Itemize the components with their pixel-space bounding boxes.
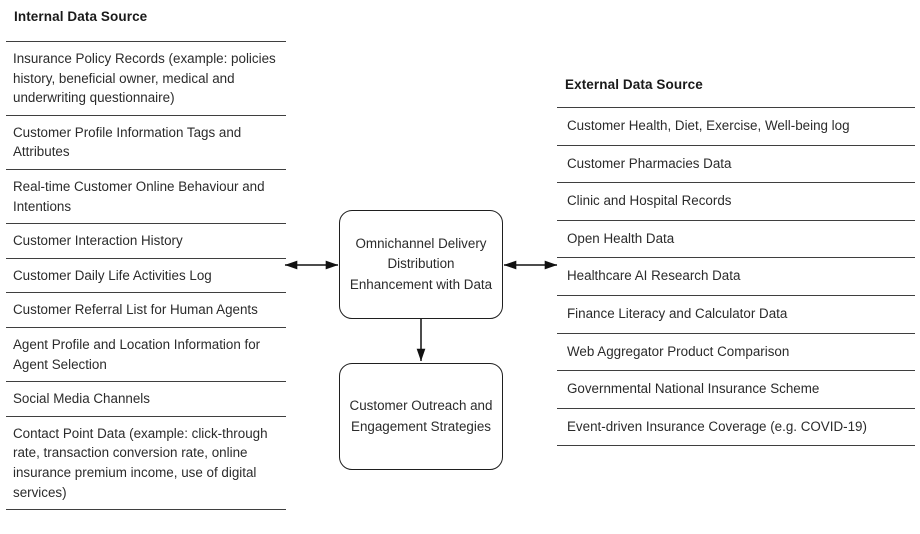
main-process-label: Omnichannel Delivery Distribution Enhanc…	[349, 235, 493, 292]
list-item: Social Media Channels	[6, 381, 286, 416]
list-item: Clinic and Hospital Records	[557, 182, 915, 220]
list-item: Open Health Data	[557, 219, 915, 258]
list-item: Governmental National Insurance Scheme	[557, 370, 915, 408]
external-data-source-heading: External Data Source	[565, 77, 703, 92]
list-item: Web Aggregator Product Comparison	[557, 332, 915, 371]
outcome-process-label: Customer Outreach and Engagement Strateg…	[349, 398, 493, 434]
list-item: Customer Profile Information Tags and At…	[6, 114, 286, 169]
list-item: Customer Interaction History	[6, 223, 286, 258]
internal-data-source-heading: Internal Data Source	[14, 9, 148, 24]
list-item: Insurance Policy Records (example: polic…	[6, 41, 286, 115]
list-item: Finance Literacy and Calculator Data	[557, 294, 915, 333]
list-item: Event-driven Insurance Coverage (e.g. CO…	[557, 407, 915, 447]
list-item: Customer Daily Life Activities Log	[6, 257, 286, 293]
list-item: Customer Referral List for Human Agents	[6, 292, 286, 327]
list-item: Real-time Customer Online Behaviour and …	[6, 168, 286, 223]
list-item: Contact Point Data (example: click-throu…	[6, 415, 286, 511]
internal-data-source-list: Insurance Policy Records (example: polic…	[6, 41, 286, 511]
list-item: Healthcare AI Research Data	[557, 257, 915, 295]
main-process-box: Omnichannel Delivery Distribution Enhanc…	[339, 210, 503, 319]
external-data-source-list: Customer Health, Diet, Exercise, Well-be…	[557, 107, 915, 447]
list-item: Customer Pharmacies Data	[557, 144, 915, 183]
outcome-process-box: Customer Outreach and Engagement Strateg…	[339, 363, 503, 470]
list-item: Agent Profile and Location Information f…	[6, 326, 286, 381]
list-item: Customer Health, Diet, Exercise, Well-be…	[557, 107, 915, 145]
